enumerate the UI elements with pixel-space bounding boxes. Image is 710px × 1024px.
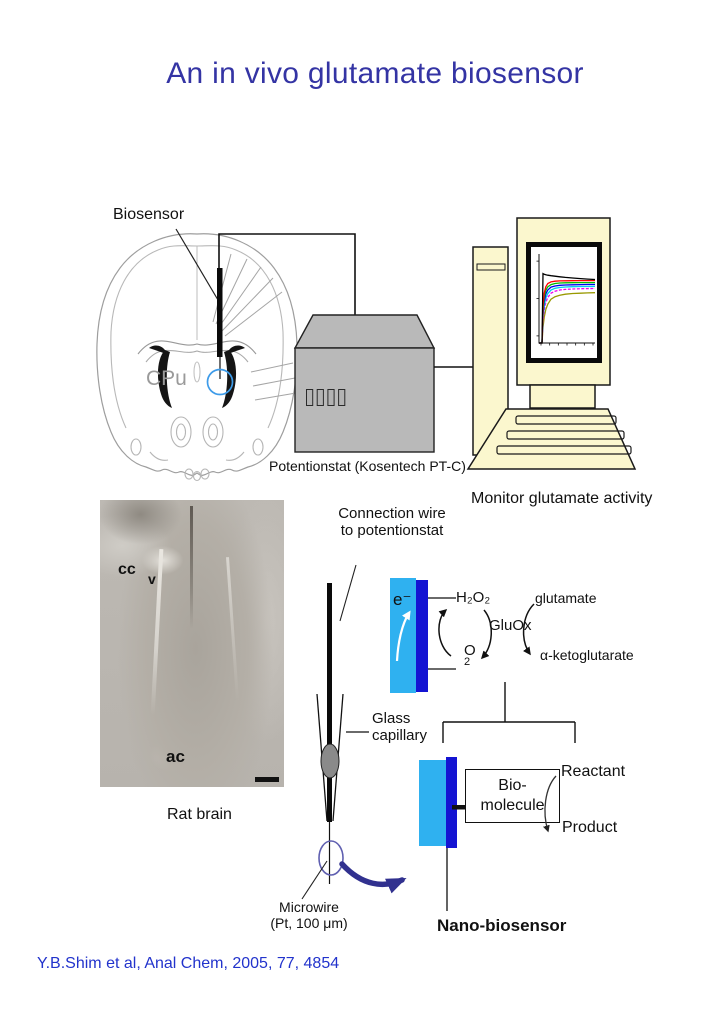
electrode-metal-layer-bottom <box>446 757 457 848</box>
capillary-seal <box>320 743 340 779</box>
computer-keyboard <box>466 408 637 470</box>
h2o2-label: H₂O₂ <box>456 589 491 606</box>
microwire-label: Microwire (Pt, 100 μm) <box>270 899 348 932</box>
potentiostat-slots <box>306 389 346 406</box>
microwire-tip-circle <box>318 840 344 876</box>
curve-red <box>539 279 595 344</box>
o2-label: O 2 <box>464 642 476 669</box>
nano-biosensor-label: Nano-biosensor <box>437 916 567 935</box>
citation: Y.B.Shim et al, Anal Chem, 2005, 77, 485… <box>37 955 340 972</box>
monitor-bezel <box>516 217 611 386</box>
v-label: v <box>148 571 156 587</box>
monitor-screen <box>526 242 602 363</box>
ketoglutarate-label: α-ketoglutarate <box>540 647 634 663</box>
monitor-stand <box>529 384 596 409</box>
glutamate-label: glutamate <box>535 590 597 606</box>
curve-blue <box>539 283 595 344</box>
reactant-label: Reactant <box>561 763 626 780</box>
potentiostat-box <box>293 314 436 453</box>
tower-drive-slot <box>476 263 506 271</box>
rat-brain-caption: Rat brain <box>167 806 232 823</box>
curve-olive <box>539 292 596 344</box>
brain-region-label: CPu <box>146 367 187 390</box>
electrode-metal-layer-top <box>416 580 428 692</box>
enzyme-label: GluOx <box>489 617 532 634</box>
electron-label: e⁻ <box>393 590 412 609</box>
page-title: An in vivo glutamate biosensor <box>166 57 584 90</box>
zoom-arrow <box>339 861 407 894</box>
computer <box>472 217 611 456</box>
biosensor-wire <box>218 233 356 315</box>
curve-black <box>539 272 596 344</box>
tissue-streak <box>225 557 239 701</box>
microwire-shaft <box>327 583 332 822</box>
target-circle <box>206 368 234 396</box>
ac-label: ac <box>166 747 185 766</box>
connection-wire-label: Connection wire to potentionstat <box>338 505 446 540</box>
biosensor-label: Biosensor <box>113 206 185 223</box>
electrode-film-layer-bottom <box>419 760 446 846</box>
glass-capillary-label: Glass capillary <box>372 710 428 745</box>
curve-cyan <box>539 285 596 344</box>
biomolecule-box: Bio- molecule <box>465 769 560 823</box>
implanted-electrode <box>217 268 223 357</box>
connection-wire-leader <box>339 564 357 622</box>
curve-magenta <box>539 287 596 344</box>
electron-arrow <box>395 610 411 662</box>
biomolecule-connector <box>452 805 465 810</box>
reaction-bracket <box>442 682 576 743</box>
electrode-redox-arc <box>438 608 452 657</box>
glass-capillary-outline <box>316 693 344 822</box>
monitor-chart <box>536 254 596 346</box>
curve-green <box>539 281 595 344</box>
monitor-caption: Monitor glutamate activity <box>471 490 653 507</box>
rat-brain-micrograph <box>100 500 284 787</box>
electrode-track <box>190 505 194 630</box>
product-label: Product <box>562 819 618 836</box>
microwire-leader <box>301 860 328 900</box>
biosensor-leader-line <box>175 228 219 301</box>
potentiostat-label: Potentionstat (Kosentech PT-C) <box>269 458 466 474</box>
computer-tower <box>472 246 509 456</box>
cc-label: cc <box>118 561 136 578</box>
rat-brain-atlas <box>96 233 298 482</box>
